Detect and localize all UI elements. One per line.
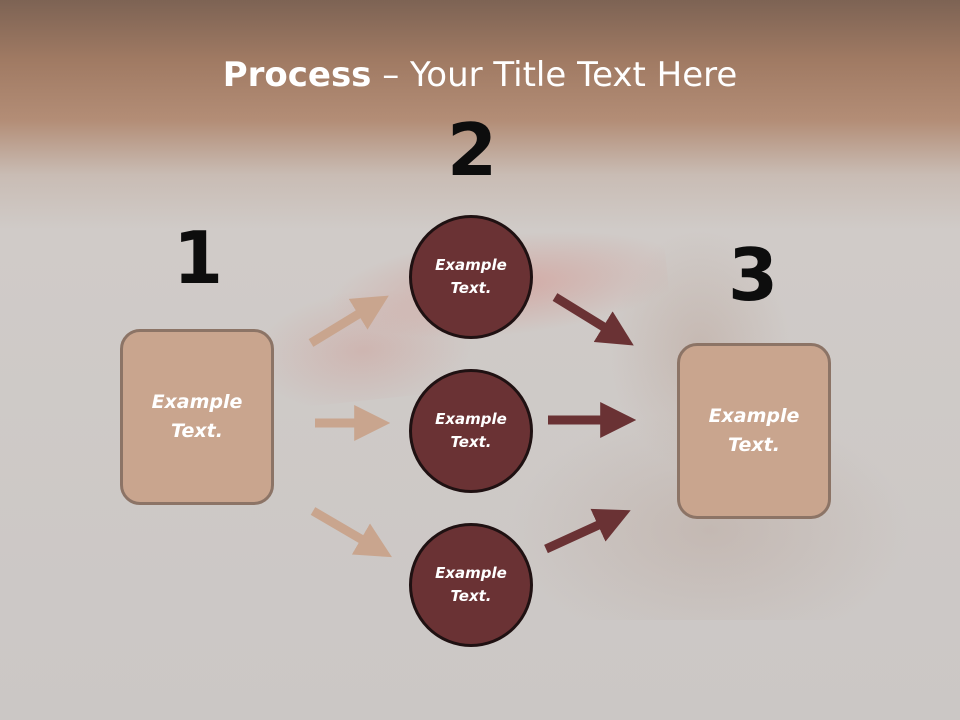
right-step-text: Example Text. — [708, 405, 800, 456]
left-step-text: Example Text. — [151, 391, 243, 442]
title-bold: Process — [222, 55, 372, 95]
middle-circle-middle: Example Text. — [409, 369, 533, 493]
title-rest: – Your Title Text Here — [371, 55, 738, 95]
arrow-left-top — [308, 295, 389, 347]
circle-text: Example Text. — [435, 410, 507, 451]
step-number-3: 3 — [727, 233, 779, 317]
step-number-1: 1 — [172, 216, 224, 300]
right-step-box: Example Text. — [677, 343, 831, 519]
circle-text: Example Text. — [435, 256, 507, 297]
arrow-right-top — [552, 293, 634, 346]
middle-circle-bottom: Example Text. — [409, 523, 533, 647]
circle-text: Example Text. — [435, 564, 507, 605]
arrow-left-bottom — [310, 507, 392, 558]
left-step-box: Example Text. — [120, 329, 274, 505]
middle-circle-top: Example Text. — [409, 215, 533, 339]
slide-title: Process – Your Title Text Here — [0, 50, 960, 100]
arrow-right-bottom — [544, 508, 631, 554]
step-number-2: 2 — [446, 108, 498, 192]
